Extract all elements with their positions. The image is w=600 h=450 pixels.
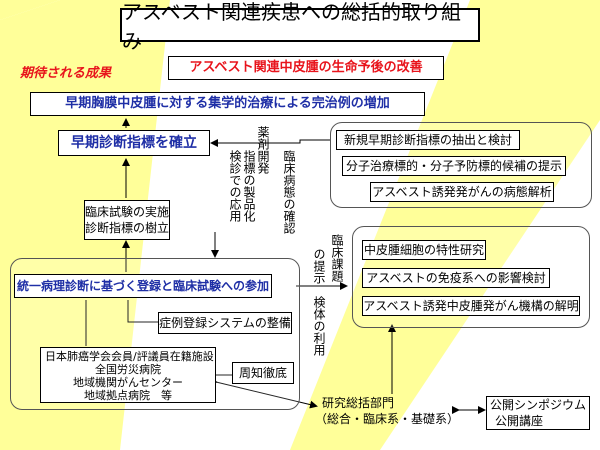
label-sample-use: 検体の利用 bbox=[312, 296, 326, 356]
upper-research-item: 分子治療標的・分子予防標的候補の提示 bbox=[342, 156, 566, 176]
early-diagnosis-box: 早期診断指標を確立 bbox=[58, 130, 210, 156]
registration-box: 統一病理診断に基づく登録と臨床試験への参加 bbox=[14, 274, 272, 298]
symposium-line2: 公開講座 bbox=[495, 414, 544, 428]
case-system-box: 症例登録システムの整備 bbox=[158, 312, 292, 334]
institutions-box: 日本肺癌学会会員/評議員在籍施設 全国労災病院 地域機関がんセンター 地域拠点病… bbox=[40, 347, 216, 403]
label-marker-product: 指標の製品化 bbox=[242, 150, 256, 222]
clinical-trial-box: 臨床試験の実施 診断指標の樹立 bbox=[84, 200, 170, 240]
upper-research-item: アスベスト誘発発がんの病態解析 bbox=[370, 182, 554, 202]
outcome-box: 早期胸膜中皮腫に対する集学的治療による完治例の増加 bbox=[30, 92, 425, 116]
lower-research-item: 中皮腫細胞の特性研究 bbox=[362, 240, 486, 260]
institution-item: 日本肺癌学会会員/評議員在籍施設 bbox=[45, 350, 214, 363]
research-dept-line2: （総合・臨床系・基礎系） bbox=[315, 412, 460, 426]
institution-item: 全国労災病院 bbox=[95, 363, 161, 376]
research-dept-line1: 研究総括部門 bbox=[322, 395, 395, 410]
yellow-band-right bbox=[290, 0, 600, 450]
label-clinical-task: 臨床課題 bbox=[330, 234, 344, 282]
line-registration-to-case bbox=[127, 300, 158, 323]
publicize-box: 周知徹底 bbox=[232, 362, 294, 384]
label-clinical-confirm: 臨床病態の確認 bbox=[282, 150, 296, 234]
symposium-box: 公開シンポジウム 公開講座 bbox=[486, 396, 590, 430]
research-dept-box: 研究総括部門 （総合・臨床系・基礎系） bbox=[315, 394, 460, 428]
lower-research-item: アスベストの免疫系への影響検討 bbox=[362, 268, 550, 288]
label-drug-dev: 薬剤開発 bbox=[256, 126, 270, 174]
upper-research-item: 新規早期診断指標の抽出と検討 bbox=[336, 130, 520, 150]
goal-box: アスベスト関連中皮腫の生命予後の改善 bbox=[168, 56, 444, 80]
clinical-trial-line2: 診断指標の樹立 bbox=[85, 221, 170, 235]
arrow-institutions-to-research bbox=[209, 376, 318, 409]
institution-item: 地域機関がんセンター bbox=[73, 376, 183, 389]
arrow-panel-to-diagnosis bbox=[210, 139, 330, 147]
yellow-band-left-top bbox=[0, 0, 60, 20]
page-title: アスベスト関連疾患への総括的取り組み bbox=[120, 0, 480, 53]
clinical-trial-line1: 臨床試験の実施 bbox=[85, 204, 170, 219]
institution-item: 地域拠点病院 等 bbox=[84, 389, 172, 402]
label-diagnosis-use: 検診での応用 bbox=[228, 150, 242, 222]
label-task-provide: の提示 bbox=[312, 248, 326, 284]
symposium-line1: 公開シンポジウム bbox=[489, 397, 586, 412]
expected-results-label: 期待される成果 bbox=[20, 66, 112, 81]
lower-research-item: アスベスト誘発中皮腫発がん機構の解明 bbox=[362, 296, 580, 316]
